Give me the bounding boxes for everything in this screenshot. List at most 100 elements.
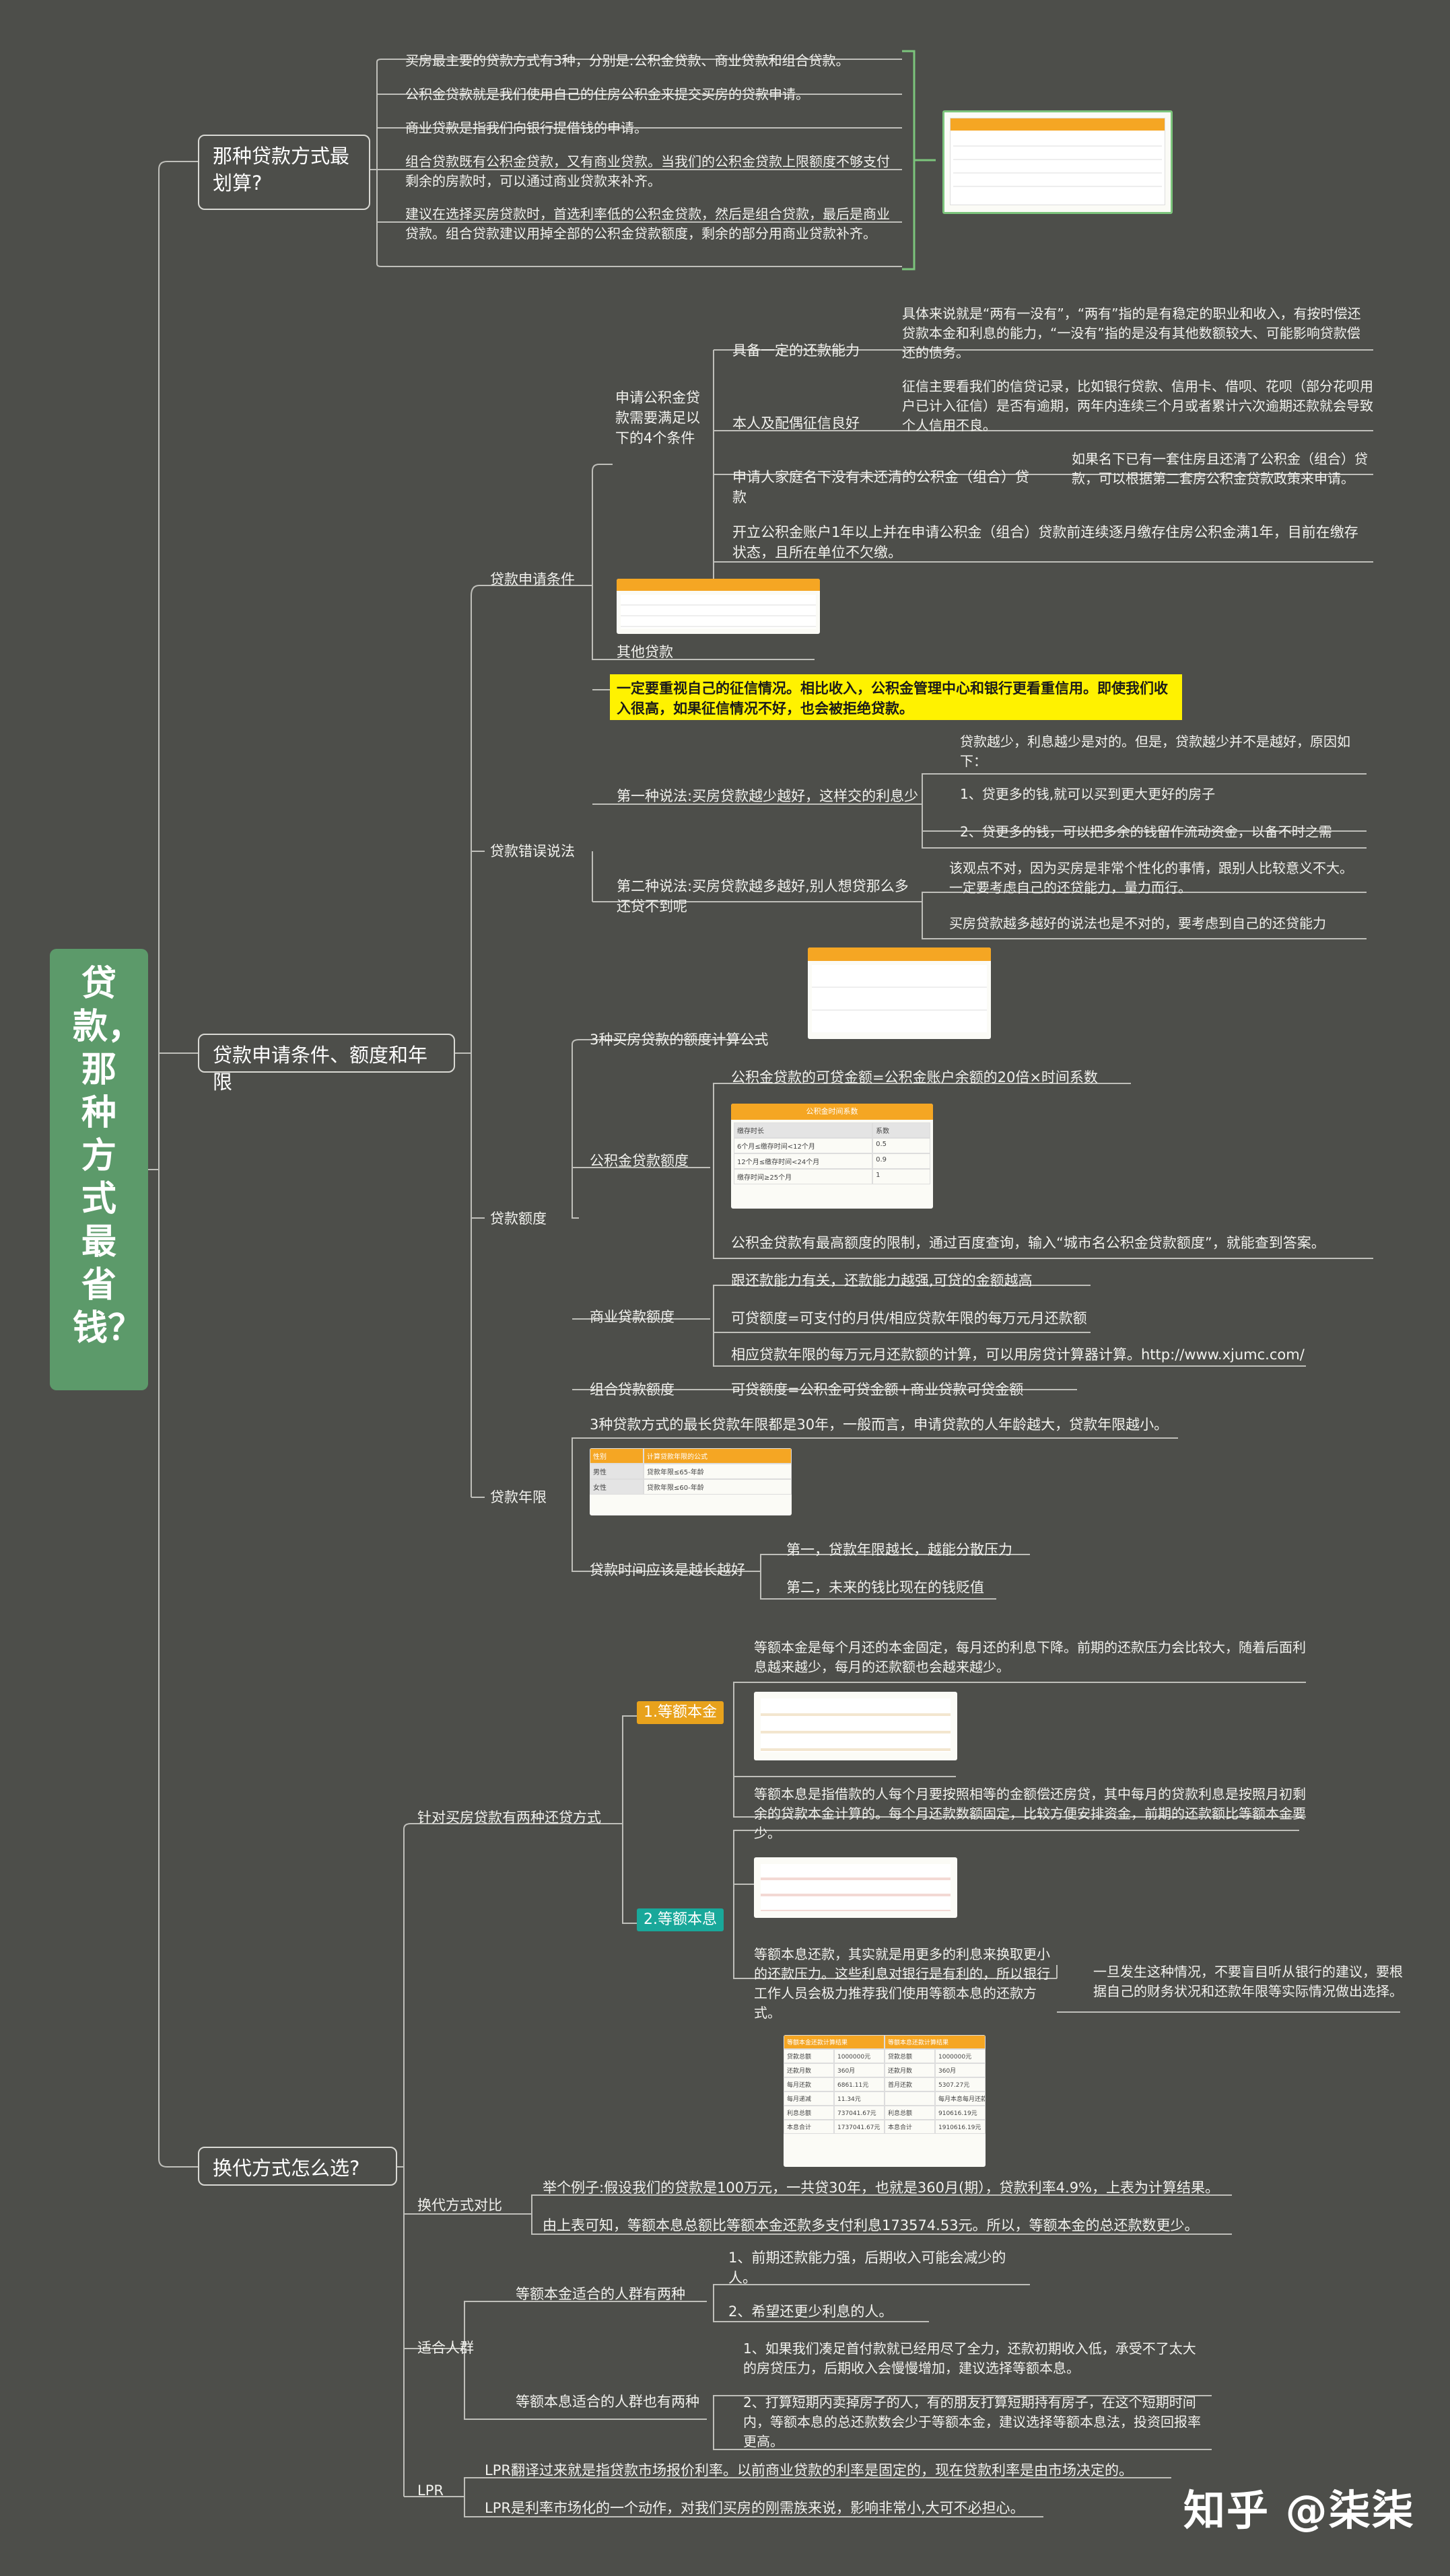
- myth-2: 第二种说法:买房贷款越多越好,别人想贷那么多还贷不到呢: [617, 878, 909, 915]
- branch-loan-types[interactable]: 那种贷款方式最划算?: [198, 135, 370, 210]
- years-2: 贷款时间应该是越长越好: [590, 1562, 745, 1578]
- branch-conditions[interactable]: 贷款申请条件、额度和年限: [198, 1034, 455, 1094]
- watermark: 知乎 @柒柒: [1183, 2486, 1415, 2535]
- compare-1: 举个例子:假设我们的贷款是100万元，一共贷30年，也就是360月(期），贷款利…: [543, 2180, 1220, 2196]
- cmp-cell: 每月递减: [784, 2091, 834, 2106]
- fit-label: 适合人群: [417, 2340, 474, 2356]
- cmp-cell: 本息合计: [784, 2120, 834, 2134]
- other-loan: 其他贷款: [617, 644, 673, 660]
- cmp-cell: 360月: [935, 2063, 986, 2077]
- coef-cell: 12个月≤缴存时间<24个月: [734, 1153, 873, 1169]
- branch-loan-types-label: 那种贷款方式最划算?: [213, 145, 350, 194]
- age-head: 计算贷款年限的公式: [644, 1448, 792, 1464]
- coef-head: 系数: [872, 1122, 930, 1138]
- b1-item: 公积金贷款就是我们使用自己的住房公积金来提交买房的贷款申请。: [405, 86, 809, 102]
- tag-equal-installment: 2.等额本息: [637, 1908, 724, 1931]
- cmp-cell: 1000000元: [834, 2049, 885, 2063]
- branch-repayment[interactable]: 换代方式怎么选?: [198, 2147, 397, 2186]
- equal-principal-detail: 等额本金是每个月还的本金固定，每月还的利息下降。前期的还款压力会比较大，随着后面…: [754, 1639, 1306, 1675]
- coef-cell: 0.5: [872, 1138, 930, 1153]
- cmp-cell: 910616.19元: [935, 2106, 986, 2120]
- fit-1-a: 1、前期还款能力强，后期收入可能会减少的人。: [728, 2250, 1006, 2286]
- equal-principal-diagram: [754, 1692, 957, 1760]
- fit-1-b: 2、希望还更少利息的人。: [728, 2303, 893, 2320]
- cmp-cell: 利息总额: [885, 2106, 935, 2120]
- quota-formula-table-image: [808, 947, 991, 1039]
- cmp-head: 等额本息还款计算结果: [885, 2035, 986, 2049]
- myth-1-b: 1、贷更多的钱,就可以买到更大更好的房子: [960, 786, 1216, 802]
- years-2-b: 第二，未来的钱比现在的钱贬值: [786, 1579, 984, 1596]
- gjj-quota-2: 公积金贷款有最高额度的限制，通过百度查询，输入“城市名公积金贷款额度”，就能查到…: [731, 1235, 1325, 1251]
- coef-cell: 0.9: [872, 1153, 930, 1169]
- lpr-2: LPR是利率市场化的一个动作，对我们买房的刚需族来说，影响非常小,大可不必担心。: [485, 2500, 1025, 2516]
- cmp-cell: 首月还款: [885, 2077, 935, 2091]
- age-cell: 贷款年限≤60-年龄: [644, 1479, 792, 1495]
- myth-1-c: 2、贷更多的钱，可以把多余的钱留作流动资金，以备不时之需: [960, 824, 1332, 840]
- b1-item: 商业贷款是指我们向银行提借钱的申请。: [405, 120, 648, 136]
- cmp-cell: 11.34元: [834, 2091, 885, 2106]
- cmp-cell: 1910616.19元: [935, 2120, 986, 2134]
- cmp-cell: 还款月数: [885, 2063, 935, 2077]
- b1-item: 组合贷款既有公积金贷款，又有商业贷款。当我们的公积金贷款上限额度不够支付剩余的房…: [405, 153, 890, 189]
- fit-2-a: 1、如果我们凑足首付款就已经用尽了全力，还款初期收入低，承受不了太大的房贷压力，…: [743, 2340, 1196, 2376]
- cond-2: 本人及配偶征信良好: [732, 415, 860, 431]
- sy-quota-1: 跟还款能力有关，还款能力越强,可贷的金额越高: [731, 1273, 1033, 1289]
- sy-quota-3: 相应贷款年限的每万元月还款额的计算，可以用房贷计算器计算。http://www.…: [731, 1347, 1305, 1363]
- zh-quota-1: 可贷额度=公积金可贷金额+商业贷款可贷金额: [731, 1382, 1024, 1398]
- gjj-conditions: 申请公积金贷款需要满足以下的4个条件: [615, 390, 700, 446]
- cmp-cell: 5307.27元: [935, 2077, 986, 2091]
- fit-2-b: 2、打算短期内卖掉房子的人，有的朋友打算短期持有房子，在这个短期时间内，等额本息…: [743, 2394, 1201, 2449]
- cmp-cell: 贷款总额: [784, 2049, 834, 2063]
- tag-equal-principal: 1.等额本金: [637, 1701, 724, 1724]
- cmp-cell: [885, 2091, 935, 2106]
- equal-installment-detail-2: 等额本息还款，其实就是用更多的利息来换取更小的还款压力。这些利息对银行是有利的，…: [754, 1946, 1050, 2021]
- lpr-1: LPR翻译过来就是指贷款市场报价利率。以前商业贷款的利率是固定的，现在贷款利率是…: [485, 2462, 1133, 2478]
- years-1: 3种贷款方式的最长贷款年限都是30年，一般而言，申请贷款的人年龄越大，贷款年限越…: [590, 1417, 1169, 1433]
- years-2-a: 第一，贷款年限越长，越能分散压力: [786, 1542, 1012, 1558]
- quota-label: 贷款额度: [490, 1211, 547, 1227]
- equal-installment-detail-3: 一旦发生这种情况，不要盲目听从银行的建议，要根据自己的财务状况和还款年限等实际情…: [1093, 1964, 1403, 1999]
- cmp-cell: 利息总额: [784, 2106, 834, 2120]
- cmp-cell: 1000000元: [935, 2049, 986, 2063]
- coef-title: 公积金时间系数: [731, 1104, 933, 1120]
- b1-item: 建议在选择买房贷款时，首选利率低的公积金贷款，然后是组合贷款，最后是商业贷款。组…: [405, 206, 890, 242]
- cmp-head: 等额本金还款计算结果: [784, 2035, 885, 2049]
- equal-installment-diagram: [754, 1857, 957, 1918]
- cond-2-detail: 征信主要看我们的信贷记录，比如银行贷款、信用卡、借呗、花呗（部分花呗用户已计入征…: [902, 378, 1373, 433]
- cond-1-detail: 具体来说就是“两有一没有”，“两有”指的是有稳定的职业和收入，有按时偿还贷款本金…: [902, 306, 1361, 361]
- cmp-cell: 本息合计: [885, 2120, 935, 2134]
- myth-2-b: 买房贷款越多越好的说法也是不对的，要考虑到自己的还贷能力: [949, 915, 1326, 931]
- credit-warning-highlight: 一定要重视自己的征信情况。相比收入，公积金管理中心和银行更看重信用。即使我们收入…: [610, 674, 1182, 720]
- cond-3-detail: 如果名下已有一套住房且还清了公积金（组合）贷款，可以根据第二套房公积金贷款政策来…: [1072, 451, 1368, 487]
- myth-1-a: 贷款越少，利息越少是对的。但是，贷款越少并不是越好，原因如下：: [960, 734, 1350, 769]
- cmp-cell: 1737041.67元: [834, 2120, 885, 2134]
- cond-3: 申请人家庭名下没有未还清的公积金（组合）贷款: [732, 469, 1029, 505]
- cmp-cell: 360月: [834, 2063, 885, 2077]
- lpr-label: LPR: [417, 2482, 444, 2499]
- age-limit-table: 性别 计算贷款年限的公式 男性 贷款年限≤65-年龄 女性 贷款年限≤60-年龄: [590, 1448, 792, 1515]
- cmp-cell: 每月本息每月还款额相同: [935, 2091, 986, 2106]
- sy-quota: 商业贷款额度: [590, 1309, 675, 1325]
- branch-conditions-label: 贷款申请条件、额度和年限: [213, 1044, 428, 1094]
- age-cell: 贷款年限≤65-年龄: [644, 1464, 792, 1479]
- cmp-cell: 737041.67元: [834, 2106, 885, 2120]
- gjj-quota: 公积金贷款额度: [590, 1153, 689, 1169]
- cmp-cell: 6861.11元: [834, 2077, 885, 2091]
- age-head: 性别: [590, 1448, 644, 1464]
- cmp-cell: 每月还款: [784, 2077, 834, 2091]
- loan-type-table-image: [942, 110, 1173, 214]
- branch-repayment-label: 换代方式怎么选?: [213, 2157, 360, 2180]
- compare-label: 换代方式对比: [417, 2197, 502, 2213]
- age-cell: 男性: [590, 1464, 644, 1479]
- cmp-cell: 还款月数: [784, 2063, 834, 2077]
- two-methods: 针对买房贷款有两种还贷方式: [417, 1810, 601, 1826]
- gjj-quota-1: 公积金贷款的可贷金额=公积金账户余额的20倍×时间系数: [731, 1069, 1098, 1085]
- coef-cell: 6个月≤缴存时间<12个月: [734, 1138, 873, 1153]
- fit-1: 等额本金适合的人群有两种: [516, 2286, 685, 2302]
- equal-installment-detail: 等额本息是指借款的人每个月要按照相等的金额偿还房贷，其中每月的贷款利息是按照月初…: [754, 1786, 1306, 1841]
- cmp-cell: 贷款总额: [885, 2049, 935, 2063]
- zh-quota: 组合贷款额度: [590, 1382, 675, 1398]
- cond-4: 开立公积金账户1年以上并在申请公积金（组合）贷款前连续逐月缴存住房公积金满1年，…: [732, 524, 1358, 561]
- fit-2: 等额本息适合的人群也有两种: [516, 2394, 699, 2410]
- root-node[interactable]: 贷款，那种方式最省钱？: [50, 949, 148, 1390]
